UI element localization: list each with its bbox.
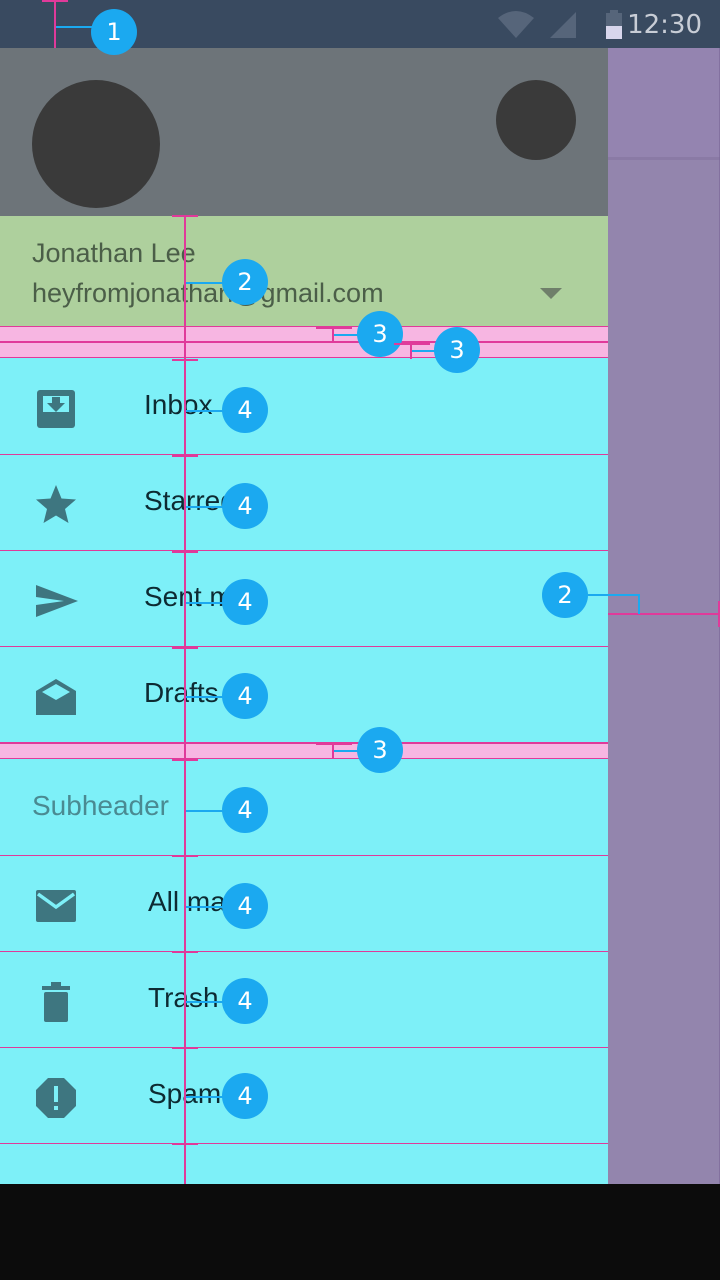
keyline-tick xyxy=(172,551,198,553)
keyline-tick xyxy=(172,647,198,649)
drawer-item-trash[interactable]: Trash xyxy=(0,952,608,1048)
star-icon xyxy=(36,485,76,523)
keyline-guide xyxy=(184,216,186,1184)
drawer-item-all-mail[interactable]: All mail xyxy=(0,856,608,952)
keyline-tick xyxy=(172,1143,198,1145)
navigation-drawer: Jonathan Lee heyfromjonathan@gmail.com I… xyxy=(0,48,608,1184)
inbox-icon xyxy=(37,390,75,428)
drawer-subheader: Subheader xyxy=(0,760,608,856)
status-time: 12:30 xyxy=(627,10,702,40)
screen: 12:30 Jonathan Lee heyfromjonathan@gmail… xyxy=(0,0,720,1184)
app-bar-behind-scrim xyxy=(608,48,720,160)
signal-icon xyxy=(550,12,576,38)
drawer-item-drafts[interactable]: Drafts xyxy=(0,647,608,743)
drawer-item-sent-mail[interactable]: Sent mail xyxy=(0,551,608,647)
keyline-tick xyxy=(172,1047,198,1049)
arrow-drop-down-icon[interactable] xyxy=(540,288,562,299)
drawer-header xyxy=(0,48,608,216)
avatar[interactable] xyxy=(32,80,160,208)
account-name: Jonathan Lee xyxy=(32,238,196,268)
report-icon xyxy=(36,1078,76,1118)
status-bar: 12:30 xyxy=(0,0,720,48)
system-navigation-bar xyxy=(0,1184,720,1280)
leader-line xyxy=(638,594,640,614)
wifi-icon xyxy=(498,11,534,38)
keyline-tick xyxy=(172,951,198,953)
divider-spacer xyxy=(0,342,608,358)
subheader-label: Subheader xyxy=(32,790,170,821)
drawer-item-inbox[interactable]: Inbox xyxy=(0,359,608,455)
divider-spacer xyxy=(0,326,608,342)
send-icon xyxy=(36,585,78,617)
secondary-account-avatar[interactable] xyxy=(496,80,576,160)
trash-icon xyxy=(42,982,70,1022)
divider-spacer xyxy=(0,743,608,759)
drawer-item-label: Trash xyxy=(148,982,219,1014)
drawer-item-label: All mail xyxy=(148,886,239,917)
keyline-tick xyxy=(172,455,198,457)
battery-icon xyxy=(606,10,622,39)
keyline-tick xyxy=(172,759,198,761)
keyline-tick xyxy=(172,359,198,361)
measure-line xyxy=(608,613,720,615)
keyline-tick xyxy=(172,855,198,857)
drawer-item-spam[interactable]: Spam xyxy=(0,1048,608,1144)
drawer-item-label: Starred xyxy=(144,485,236,516)
drawer-item-label: Inbox xyxy=(144,389,213,420)
drawer-item-label: Sent mail xyxy=(144,581,261,612)
account-switcher[interactable]: Jonathan Lee heyfromjonathan@gmail.com xyxy=(0,216,608,326)
drafts-icon xyxy=(36,679,76,715)
drawer-item-label: Drafts xyxy=(144,677,219,708)
mail-icon xyxy=(36,890,76,922)
drawer-item-starred[interactable]: Starred xyxy=(0,455,608,551)
keyline-tick xyxy=(172,215,198,217)
account-email: heyfromjonathan@gmail.com xyxy=(32,278,384,308)
